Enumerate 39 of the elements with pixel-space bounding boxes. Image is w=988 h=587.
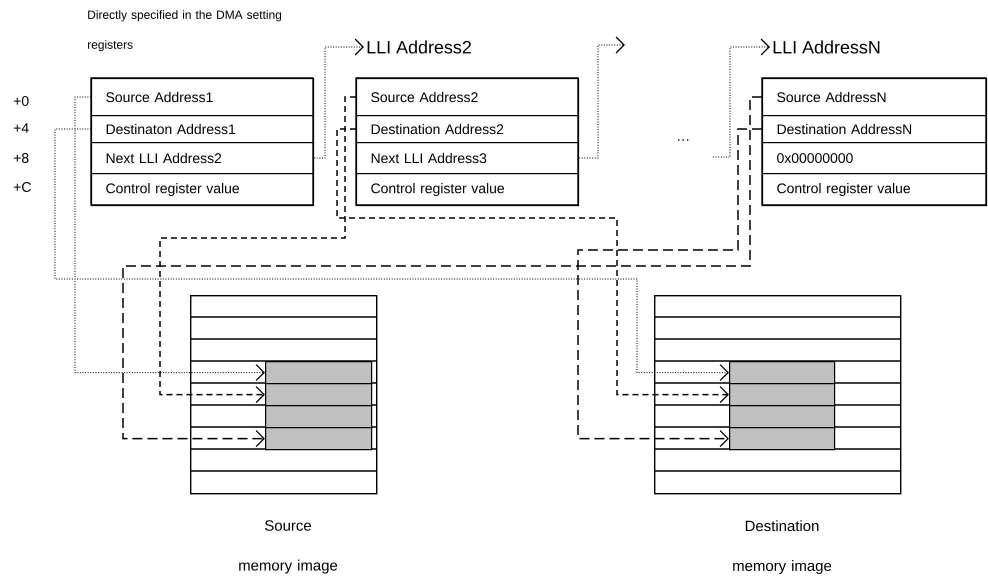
table-row: Next LLI Address3 xyxy=(356,142,580,174)
arrow xyxy=(122,96,762,448)
arrow xyxy=(54,128,729,382)
arrow xyxy=(712,38,770,158)
table-row: Control register value xyxy=(91,173,314,206)
highlighted-cell xyxy=(265,383,372,406)
table-row: Source Address1 xyxy=(91,78,314,116)
arrow xyxy=(74,96,265,382)
memory-label: Source memory image xyxy=(239,520,338,574)
table-row: Destination AddressN xyxy=(762,115,988,144)
highlighted-cell xyxy=(729,383,836,406)
offset-label: +0 xyxy=(14,96,29,106)
table-heading: LLI AddressN xyxy=(774,40,880,54)
offset-label: +4 xyxy=(14,123,29,133)
arrow xyxy=(159,96,356,404)
table-heading: Directly specified in the DMA setting registers xyxy=(88,10,282,52)
table-row: Control register value xyxy=(356,173,580,206)
highlighted-cell xyxy=(729,361,836,384)
ellipsis: … xyxy=(678,139,688,141)
highlighted-cell xyxy=(729,405,836,428)
table-row: 0x00000000 xyxy=(762,142,988,174)
highlighted-cell xyxy=(265,361,372,384)
table-row: Control register value xyxy=(762,173,988,206)
arrow xyxy=(314,38,364,159)
table-row: Next LLI Address2 xyxy=(91,142,314,174)
arrow xyxy=(578,36,625,159)
table-row: Source Address2 xyxy=(356,78,580,116)
table-row: Destination Address2 xyxy=(356,115,580,144)
highlighted-cell xyxy=(265,405,372,428)
table-heading: LLI Address2 xyxy=(368,40,471,54)
arrow xyxy=(336,128,729,404)
memory-label: Destination memory image xyxy=(733,520,832,574)
table-row: Source AddressN xyxy=(762,78,988,116)
table-row: Destinaton Address1 xyxy=(91,115,314,144)
arrow xyxy=(577,128,762,448)
highlighted-cell xyxy=(265,427,372,450)
offset-label: +8 xyxy=(14,153,28,163)
highlighted-cell xyxy=(729,427,836,450)
offset-label: +C xyxy=(14,182,31,192)
